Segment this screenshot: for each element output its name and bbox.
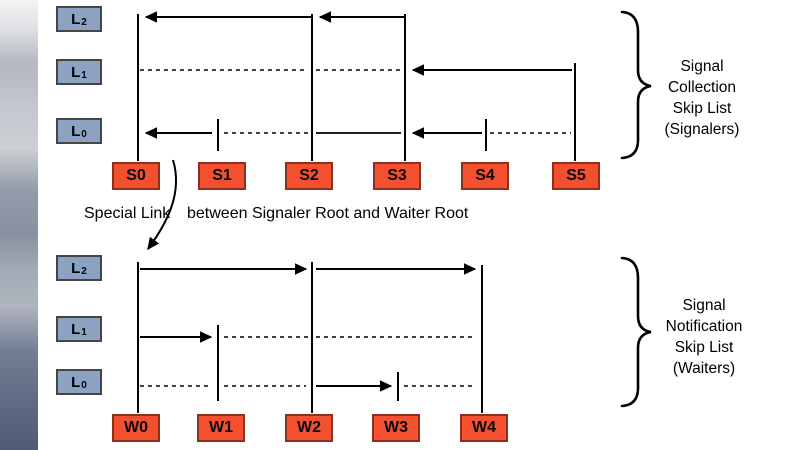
waiter-brace: [620, 256, 652, 408]
level-sub: 1: [81, 327, 87, 338]
waiter-skiplist-links: [137, 262, 483, 413]
level-base: L: [71, 259, 81, 277]
waiter-brace-label: Signal Notification Skip List (Waiters): [665, 297, 743, 377]
level-sub: 2: [81, 17, 87, 28]
waiter-node-w0: W0: [112, 414, 160, 442]
special-link-label-right: between Signaler Root and Waiter Root: [187, 205, 469, 222]
level-sub: 2: [81, 266, 87, 277]
waiter-node-w4: W4: [460, 414, 508, 442]
waiter-node-w1: W1: [197, 414, 245, 442]
signaler-node-s0: S0: [112, 162, 160, 190]
level-base: L: [71, 122, 81, 140]
waiter-node-w2: W2: [285, 414, 333, 442]
signaler-skiplist-links: [137, 11, 576, 161]
level-sub: 0: [81, 380, 87, 391]
level-base: L: [71, 320, 81, 338]
level-base: L: [71, 10, 81, 28]
signaler-node-s4: S4: [461, 162, 509, 190]
special-link-arrow: [147, 159, 178, 251]
background-strip: [0, 0, 38, 450]
level-sub: 0: [81, 129, 87, 140]
signaler-brace: [620, 10, 652, 160]
level-sub: 1: [81, 70, 87, 81]
special-link-label-left: Special Link: [84, 205, 171, 222]
signaler-node-s2: S2: [285, 162, 333, 190]
signaler-node-s5: S5: [552, 162, 600, 190]
level-base: L: [71, 63, 81, 81]
level-base: L: [71, 373, 81, 391]
signaler-brace-label: Signal Collection Skip List (Signalers): [664, 58, 740, 138]
signaler-node-s3: S3: [373, 162, 421, 190]
waiter-node-w3: W3: [372, 414, 420, 442]
signaler-node-s1: S1: [198, 162, 246, 190]
